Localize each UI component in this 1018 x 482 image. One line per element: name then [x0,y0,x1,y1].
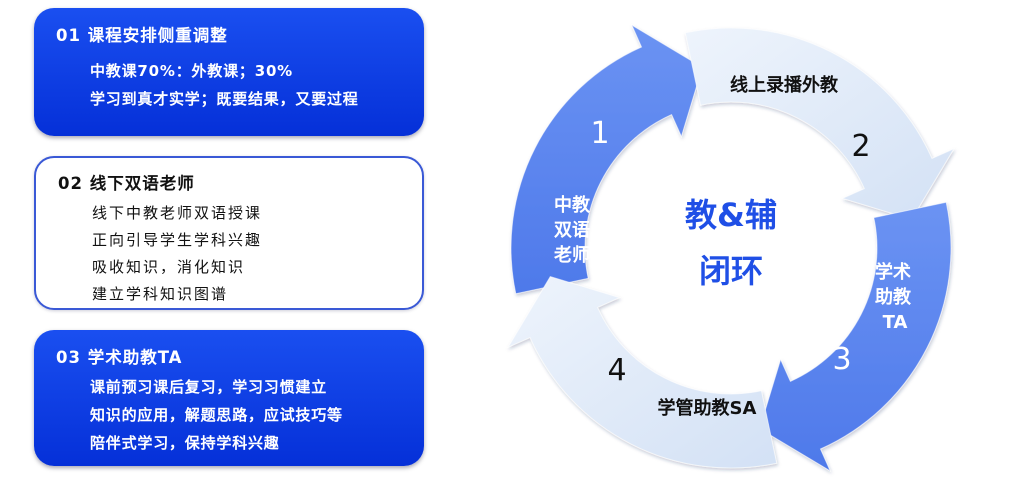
segment-1-arrow [510,23,703,295]
segment-1-label-line: 老师 [554,244,590,266]
card-title: 01 课程安排侧重调整 [56,26,228,45]
segment-2-arrow [684,27,956,220]
segment-2-number: 2 [851,129,870,164]
segment-4-label-line: 学管助教SA [658,397,757,419]
card-line: 正向引导学生学科兴趣 [92,231,263,249]
card-line: 建立学科知识图谱 [92,285,229,303]
segment-2-label-line: 线上录播外教 [730,74,839,96]
card-title: 02 线下双语老师 [58,174,195,193]
segment-1-label-line: 中教 [554,194,591,216]
segment-3-label-line: 助教 [875,286,912,308]
card-offline-bilingual-teacher: 02 线下双语老师 线下中教老师双语授课 正向引导学生学科兴趣 吸收知识，消化知… [34,156,424,310]
segment-1-number: 1 [590,116,609,151]
card-title: 03 学术助教TA [56,348,183,367]
segment-3-label-line: 学术 [875,261,911,283]
segment-3-label-line: TA [883,312,908,333]
center-title-line: 闭环 [699,252,763,290]
card-line: 中教课70%：外教课；30% [90,62,294,80]
card-academic-ta: 03 学术助教TA 课前预习课后复习，学习习惯建立 知识的应用，解题思路，应试技… [34,330,424,466]
card-line: 知识的应用，解题思路，应试技巧等 [90,406,343,424]
segment-1-label-line: 双语 [554,220,590,241]
segment-3-arrow [759,201,952,473]
center-title-line: 教&辅 [685,196,777,234]
card-course-arrangement: 01 课程安排侧重调整 中教课70%：外教课；30% 学习到真才实学；既要结果，… [34,8,424,136]
segment-3-number: 3 [832,342,851,377]
segment-4-arrow [506,276,778,469]
card-line: 学习到真才实学；既要结果，又要过程 [90,90,359,108]
card-line: 吸收知识，消化知识 [92,258,246,276]
segment-4-number: 4 [607,353,626,388]
card-line: 陪伴式学习，保持学科兴趣 [90,434,280,452]
card-line: 线下中教老师双语授课 [92,204,263,222]
card-line: 课前预习课后复习，学习习惯建立 [90,378,328,396]
